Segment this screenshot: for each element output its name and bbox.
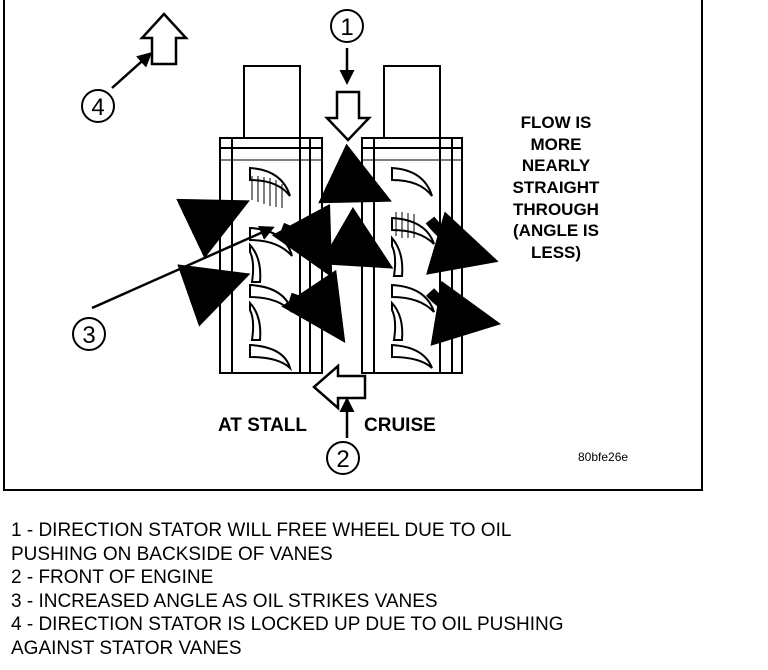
legend-line: 4 - DIRECTION STATOR IS LOCKED UP DUE TO… xyxy=(11,614,564,635)
figure-frame xyxy=(3,0,703,491)
legend-line: 1 - DIRECTION STATOR WILL FREE WHEEL DUE… xyxy=(11,520,512,541)
flow-note: FLOW IS MORE NEARLY STRAIGHT THROUGH (AN… xyxy=(513,113,601,262)
callout-1: 1 xyxy=(330,9,364,43)
stator-right xyxy=(361,65,463,374)
direction-4-up-arrow-icon xyxy=(139,12,189,66)
callout-4-number: 4 xyxy=(91,94,104,121)
callout-3-pointer xyxy=(91,226,275,310)
flow-note-line: NEARLY xyxy=(522,156,591,175)
image-code: 80bfe26e xyxy=(578,450,628,464)
flow-arrows-right xyxy=(318,143,502,346)
cruise-label: CRUISE xyxy=(364,415,436,436)
at-stall-label: AT STALL xyxy=(218,415,307,436)
stator-diagram: 1 2 3 4 AT STALL CRUISE 80bfe26e FLOW IS… xyxy=(3,0,703,491)
stator-left xyxy=(219,65,323,374)
callout-4: 4 xyxy=(81,89,115,123)
flow-note-line: (ANGLE IS xyxy=(513,221,599,240)
callout-3: 3 xyxy=(72,317,106,351)
callout-2-number: 2 xyxy=(336,446,349,473)
legend-line: 2 - FRONT OF ENGINE xyxy=(11,567,214,588)
flow-note-line: FLOW IS xyxy=(521,113,592,132)
flow-note-line: MORE xyxy=(531,135,582,154)
stator-right-vanes xyxy=(391,166,435,369)
flow-note-line: STRAIGHT xyxy=(513,178,601,197)
legend-line: 3 - INCREASED ANGLE AS OIL STRIKES VANES xyxy=(11,590,438,612)
callout-3-number: 3 xyxy=(82,322,95,349)
legend-line: AGAINST STATOR VANES xyxy=(11,637,242,659)
legend: 1 - DIRECTION STATOR WILL FREE WHEEL DUE… xyxy=(11,519,761,660)
direction-2-left-arrow-icon xyxy=(312,363,367,411)
callout-1-number: 1 xyxy=(340,14,353,41)
callout-4-pointer xyxy=(111,51,153,89)
flow-note-line: THROUGH xyxy=(513,200,599,219)
callout-2: 2 xyxy=(326,441,360,475)
stator-left-vanes xyxy=(249,166,293,372)
direction-1-down-arrow-icon xyxy=(324,90,372,142)
flow-note-line: LESS) xyxy=(531,243,581,262)
legend-line: PUSHING ON BACKSIDE OF VANES xyxy=(11,543,333,565)
